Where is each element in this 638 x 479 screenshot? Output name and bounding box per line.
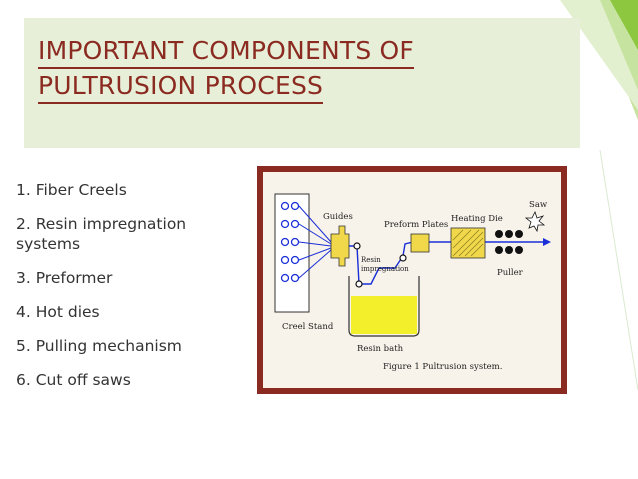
title-line-1: IMPORTANT COMPONENTS OF bbox=[38, 34, 414, 69]
heating-die bbox=[450, 227, 486, 259]
pultrusion-diagram-svg bbox=[274, 193, 551, 337]
list-item: 4. Hot dies bbox=[16, 303, 100, 321]
direction-arrow-icon bbox=[543, 238, 551, 246]
label-puller: Puller bbox=[497, 268, 523, 278]
list-item: 6. Cut off saws bbox=[16, 371, 131, 389]
resin-bath-container bbox=[348, 276, 420, 337]
slide-title: IMPORTANT COMPONENTS OF PULTRUSION PROCE… bbox=[38, 34, 458, 104]
saw-icon bbox=[524, 210, 546, 233]
label-creel-stand: Creel Stand bbox=[282, 322, 334, 332]
list-item: 1. Fiber Creels bbox=[16, 181, 127, 199]
deco-line bbox=[599, 149, 638, 391]
die-hatching bbox=[452, 229, 484, 257]
fiber-path bbox=[349, 241, 543, 285]
roller bbox=[355, 280, 363, 288]
list-item: 3. Preformer bbox=[16, 269, 113, 287]
list-item: 2. Resin impregnation systems bbox=[16, 215, 187, 253]
creel-stand-box bbox=[274, 193, 310, 313]
fiber-lines bbox=[298, 205, 332, 279]
label-saw: Saw bbox=[529, 200, 548, 210]
diagram-caption: Figure 1 Pultrusion system. bbox=[383, 362, 503, 372]
roller bbox=[353, 242, 361, 250]
guides-shape bbox=[330, 225, 350, 267]
preform-plate bbox=[410, 233, 430, 253]
deco-triangle-dark bbox=[610, 0, 638, 50]
label-guides: Guides bbox=[323, 212, 353, 222]
components-list: 1. Fiber Creels 2. Resin impregnation sy… bbox=[16, 180, 226, 404]
title-box bbox=[24, 18, 580, 148]
roller bbox=[399, 254, 407, 262]
fiber-spools bbox=[280, 201, 300, 283]
label-resin-bath: Resin bath bbox=[357, 344, 404, 354]
label-heating-die: Heating Die bbox=[451, 214, 503, 224]
puller-rollers bbox=[495, 230, 523, 254]
title-line-2: PULTRUSION PROCESS bbox=[38, 69, 324, 104]
resin-fill bbox=[351, 296, 417, 334]
list-item: 5. Pulling mechanism bbox=[16, 337, 182, 355]
label-preform-plates: Preform Plates bbox=[384, 220, 449, 230]
